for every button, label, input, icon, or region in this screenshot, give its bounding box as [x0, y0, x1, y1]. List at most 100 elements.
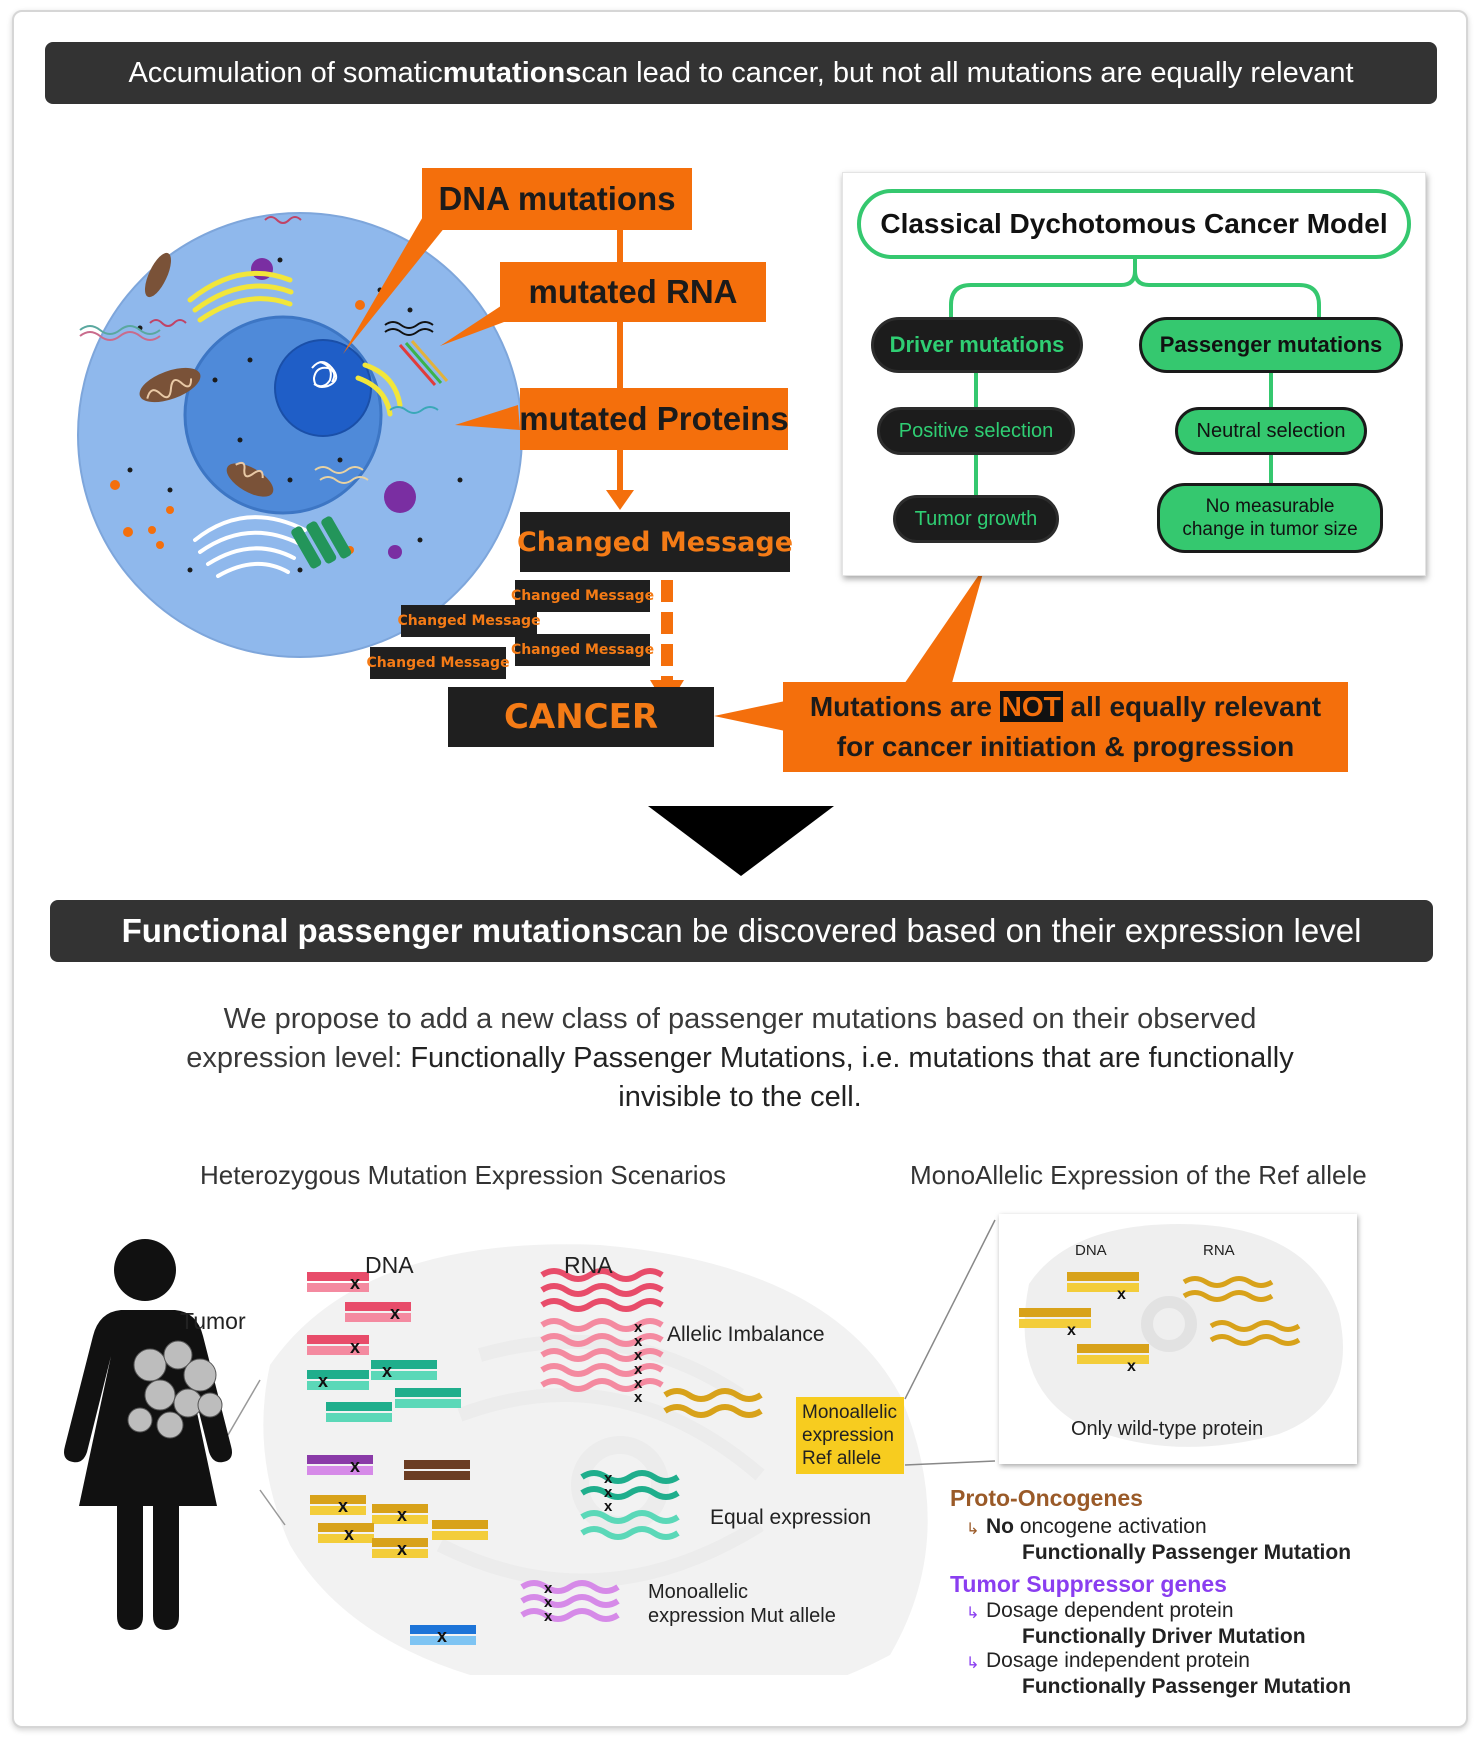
svg-text:x: x	[604, 1498, 613, 1515]
proposal-line1: We propose to add a new class of passeng…	[223, 1003, 1257, 1035]
svg-text:x: x	[437, 1626, 447, 1646]
svg-text:x: x	[544, 1580, 553, 1597]
svg-text:x: x	[350, 1456, 360, 1476]
protein-strand-icon	[398, 340, 449, 386]
svg-text:x: x	[634, 1361, 643, 1378]
mono-dna-label: DNA	[1075, 1242, 1107, 1259]
mono-ref-box: Monoallelic expression Ref allele	[796, 1397, 904, 1474]
tumor-label: Tumor	[180, 1308, 246, 1334]
svg-text:x: x	[634, 1375, 643, 1392]
svg-text:x: x	[634, 1333, 643, 1350]
driver-mutations-pill: Driver mutations	[871, 317, 1083, 373]
mitochondria-icon	[139, 252, 274, 497]
svg-text:x: x	[350, 1337, 360, 1357]
svg-text:x: x	[390, 1303, 400, 1323]
rna-waves	[520, 1268, 763, 1622]
svg-text:x: x	[350, 1273, 360, 1293]
proposal-line3: invisible to the cell.	[618, 1081, 862, 1113]
proposal-paragraph: We propose to add a new class of passeng…	[60, 1000, 1420, 1117]
brown-arrow-icon: ↳	[966, 1521, 980, 1538]
legend: Proto-Oncogenes ↳ No oncogene activation…	[950, 1485, 1390, 1700]
mutated-rna-box: mutated RNA	[500, 262, 766, 322]
svg-text:x: x	[338, 1496, 348, 1516]
down-triangle-icon	[648, 806, 834, 876]
hetero-dna-label: DNA	[365, 1252, 414, 1278]
mutated-proteins-box: mutated Proteins	[519, 388, 789, 450]
svg-text:x: x	[634, 1389, 643, 1406]
mid-banner-bold: Functional passenger mutations	[121, 912, 630, 949]
tsg-independent-result: Functionally Passenger Mutation	[1022, 1675, 1352, 1698]
relevance-callout: Mutations are NOT all equally relevant f…	[783, 682, 1348, 772]
svg-text:x: x	[397, 1539, 407, 1559]
cancer-box: CANCER	[448, 687, 714, 747]
svg-text:x: x	[318, 1371, 328, 1391]
tsg-independent: Dosage independent protein	[986, 1649, 1250, 1672]
mono-ref-line1: Monoallelic	[802, 1402, 898, 1423]
mono-mut-line2: expression Mut allele	[648, 1605, 836, 1627]
svg-text:x: x	[382, 1361, 392, 1381]
passenger-mutations-pill: Passenger mutations	[1139, 317, 1403, 373]
no-change-line1: No measurable	[1205, 496, 1335, 517]
tumor-growth-pill: Tumor growth	[893, 495, 1059, 543]
proto-line1-text: oncogene activation	[1014, 1515, 1207, 1538]
er-icon	[291, 516, 352, 569]
svg-text:x: x	[1067, 1322, 1076, 1339]
relevance-not: NOT	[999, 691, 1063, 722]
proto-oncogenes-title: Proto-Oncogenes	[950, 1485, 1143, 1511]
no-change-pill: No measurable change in tumor size	[1157, 483, 1383, 553]
changed-message-small-2: Changed Message	[397, 605, 541, 637]
svg-text:x: x	[604, 1484, 613, 1501]
dna-mutations-box: DNA mutations	[422, 168, 692, 230]
svg-text:x: x	[397, 1505, 407, 1525]
proposal-line2-dark: Functionally Passenger Mutations, i.e. m…	[410, 1042, 1294, 1074]
mid-banner-post: can be discovered based on their express…	[629, 912, 1362, 949]
relevance-post: all equally relevant	[1062, 691, 1322, 722]
svg-text:x: x	[1127, 1358, 1136, 1375]
cell-illustration	[77, 212, 523, 658]
relevance-line2: for cancer initiation & progression	[836, 731, 1295, 762]
tsg-dependent: Dosage dependent protein	[986, 1599, 1234, 1622]
chromatin-icon	[311, 361, 338, 388]
equal-expression-label: Equal expression	[710, 1506, 872, 1529]
top-banner-bold: mutations	[442, 56, 582, 89]
svg-text:x: x	[634, 1347, 643, 1364]
changed-message-box: Changed Message	[517, 512, 793, 572]
mid-banner: Functional passenger mutations can be di…	[50, 900, 1433, 962]
classical-model-panel: Classical Dychotomous Cancer Model Drive…	[842, 172, 1426, 576]
mono-title: MonoAllelic Expression of the Ref allele	[910, 1160, 1367, 1190]
neutral-selection-pill: Neutral selection	[1175, 407, 1367, 455]
mono-mut-label: Monoallelic expression Mut allele	[648, 1580, 836, 1628]
dna-bars	[307, 1272, 488, 1645]
hetero-rna-label: RNA	[564, 1252, 613, 1278]
mono-mut-line1: Monoallelic	[648, 1581, 749, 1603]
purple-arrow-icon: ↳	[966, 1655, 980, 1672]
svg-text:x: x	[634, 1319, 643, 1336]
relevance-pre: Mutations are	[809, 691, 1000, 722]
mono-ref-line2: expression	[802, 1425, 894, 1446]
changed-message-small-1: Changed Message	[511, 580, 654, 612]
wild-type-label: Only wild-type protein	[1071, 1418, 1264, 1440]
mono-rna-label: RNA	[1203, 1242, 1235, 1259]
mono-ref-line3: Ref allele	[802, 1448, 882, 1469]
model-title: Classical Dychotomous Cancer Model	[857, 189, 1411, 259]
top-banner: Accumulation of somatic mutations can le…	[45, 42, 1437, 104]
top-banner-pre: Accumulation of somatic	[128, 56, 443, 89]
changed-message-small-3: Changed Message	[511, 634, 654, 666]
no-change-line2: change in tumor size	[1182, 519, 1358, 540]
changed-message-small-4: Changed Message	[366, 647, 510, 679]
hetero-title: Heterozygous Mutation Expression Scenari…	[200, 1160, 727, 1190]
svg-text:x: x	[544, 1608, 553, 1625]
tsg-dependent-result: Functionally Driver Mutation	[1022, 1625, 1306, 1648]
svg-text:x: x	[344, 1524, 354, 1544]
positive-selection-pill: Positive selection	[877, 407, 1075, 455]
mono-panel: x x x DNA RNA Only wild-type protein	[999, 1214, 1357, 1464]
svg-text:x: x	[544, 1594, 553, 1611]
proto-line1: No oncogene activation	[986, 1515, 1207, 1539]
svg-text:x: x	[1117, 1286, 1126, 1303]
proposal-line2-pre: expression level:	[186, 1042, 411, 1074]
purple-arrow-icon: ↳	[966, 1605, 980, 1622]
golgi-icon	[187, 270, 403, 417]
proto-result: Functionally Passenger Mutation	[1022, 1541, 1352, 1564]
